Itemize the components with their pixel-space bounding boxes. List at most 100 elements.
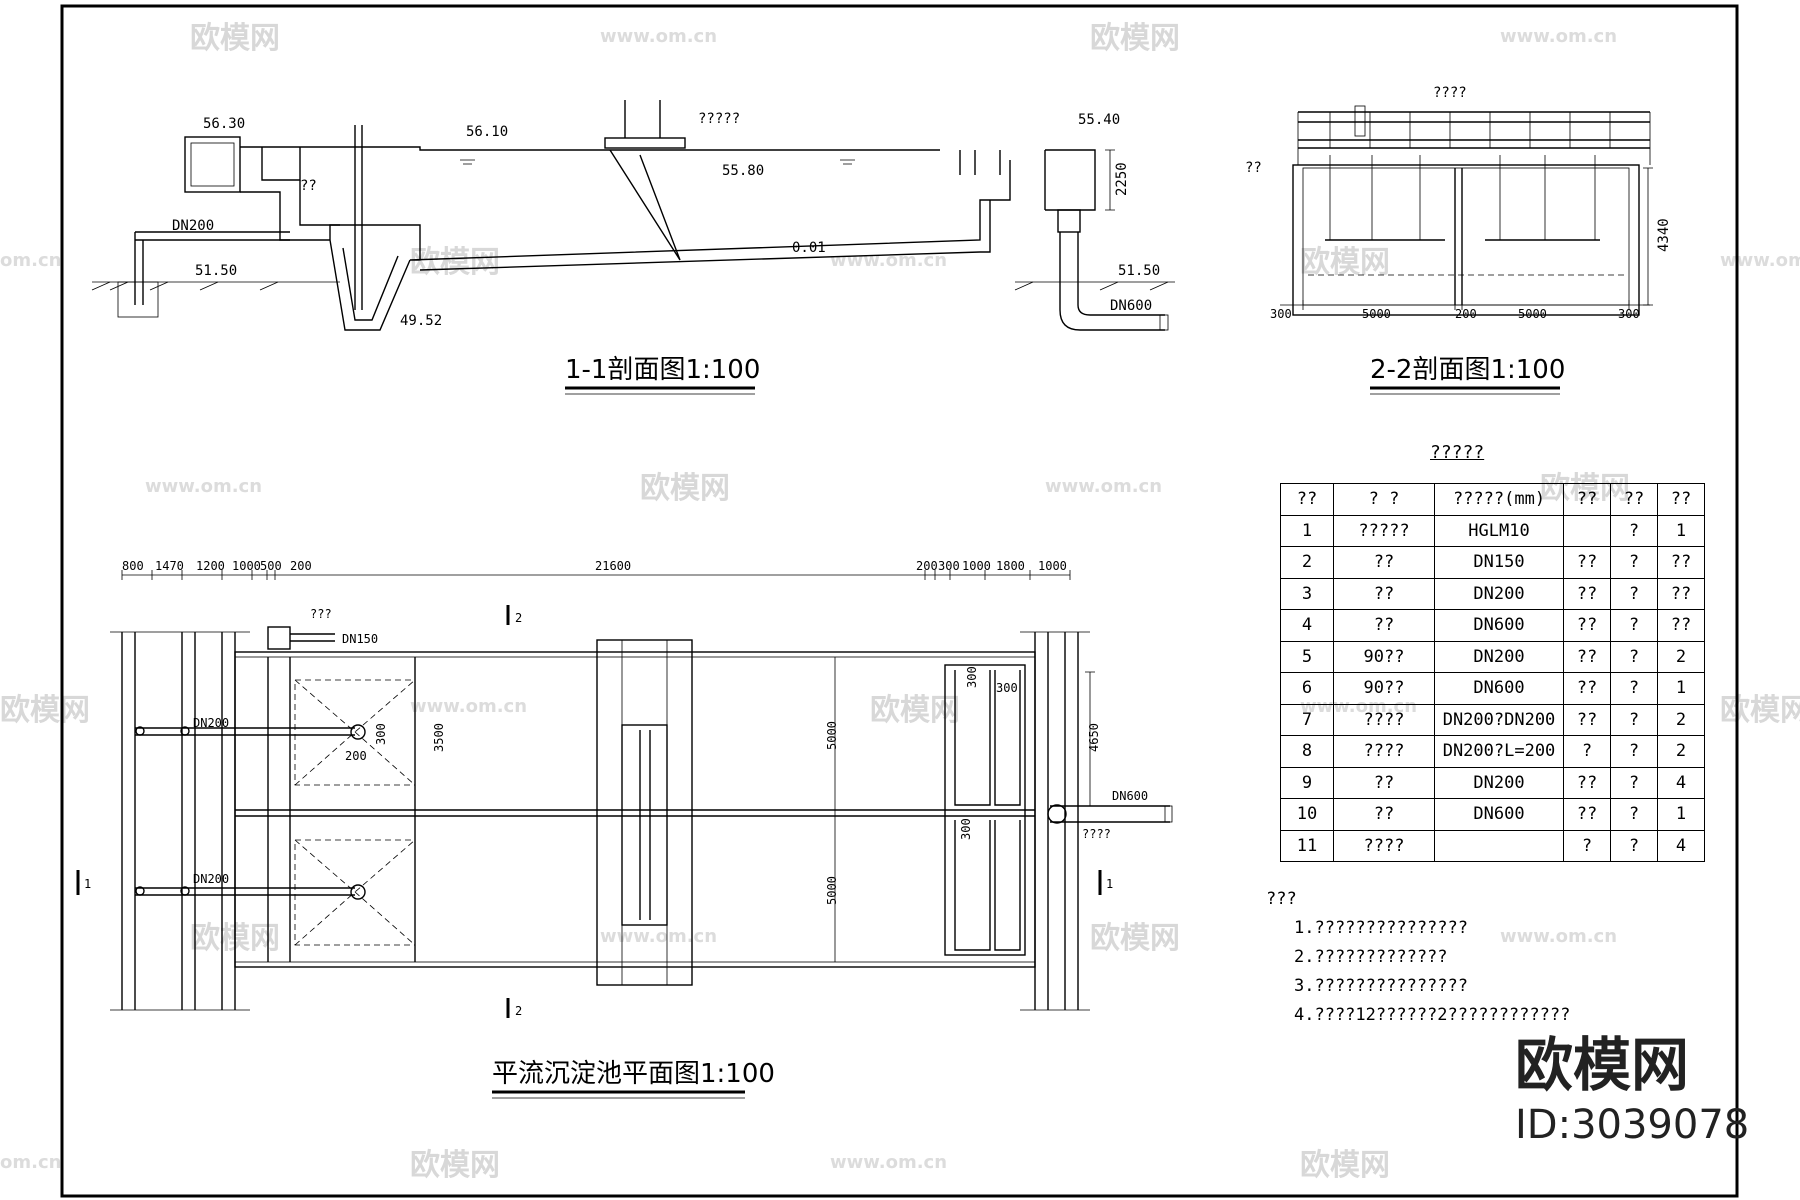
table-row: 9??DN200???4	[1280, 766, 1705, 799]
brand-id: ID:3039078	[1515, 1102, 1749, 1148]
sludge-hopper	[329, 239, 411, 331]
table-cell: 2	[1657, 640, 1705, 673]
table-cell: ??	[1563, 798, 1611, 831]
sludge-pipes	[135, 727, 355, 896]
hopper-outlet	[350, 884, 366, 900]
scraper-carriage-inner	[639, 730, 651, 920]
dimension-label: 1470	[155, 559, 184, 573]
dimension-label: 5000	[825, 876, 839, 905]
pipe-label: DN150	[342, 632, 378, 646]
table-header-cell: ?????(mm)	[1434, 483, 1564, 516]
table-cell: DN600	[1434, 609, 1564, 642]
brand-logo: 欧模网	[1515, 1031, 1689, 1099]
dimension-label: 5000	[1518, 307, 1547, 321]
sludge-hopper-inner	[342, 247, 399, 321]
cut-label: 1	[1106, 877, 1113, 891]
section-2-2-title: 2-2剖面图1:100	[1370, 355, 1565, 385]
dimension-label: 1200	[196, 559, 225, 573]
dimension-label: 300	[938, 559, 960, 573]
note-item: 4.????12??????2????????????	[1294, 1005, 1571, 1025]
outlet-sump	[1057, 209, 1081, 233]
table-cell: 6	[1280, 672, 1334, 705]
table-cell: 4	[1280, 609, 1334, 642]
table-row: 3??DN200?????	[1280, 577, 1705, 610]
tank-floor-outer	[419, 200, 991, 271]
table-cell: ?	[1610, 766, 1658, 799]
note-item: 3.???????????????	[1294, 976, 1468, 996]
table-cell: 1	[1280, 514, 1334, 547]
outlet-pipe-end	[1159, 314, 1169, 331]
watermark-url: www.om.cn	[1500, 26, 1617, 47]
note-item: 1.???????????????	[1294, 918, 1468, 938]
table-cell: 8	[1280, 735, 1334, 768]
sludge-hopper-outlines	[294, 679, 416, 946]
table-cell: 1	[1657, 514, 1705, 547]
table-cell: 7	[1280, 703, 1334, 736]
table-cell: 1	[1657, 798, 1705, 831]
sheet-border	[60, 4, 1739, 1198]
table-cell: ??	[1333, 766, 1435, 799]
watermark-url: www.om.cn	[600, 926, 717, 947]
table-cell: ????	[1333, 829, 1435, 862]
table-cell: DN150	[1434, 546, 1564, 579]
elevation-label: 49.52	[400, 313, 442, 329]
table-cell: DN200	[1434, 640, 1564, 673]
elevation-label: 55.40	[1078, 112, 1120, 128]
pipe-label: DN600	[1110, 298, 1152, 314]
table-cell: ?	[1610, 640, 1658, 673]
table-cell: 5	[1280, 640, 1334, 673]
inlet-duct	[240, 191, 330, 241]
watermark-logo: 欧模网	[0, 693, 90, 728]
table-row: 1?????HGLM10?1	[1280, 514, 1705, 547]
dim-4340-line	[1643, 167, 1653, 306]
note-item: 2.?????????????	[1294, 947, 1448, 967]
table-cell	[1563, 514, 1611, 547]
table-cell: 1	[1657, 672, 1705, 705]
callout-label: ????	[1433, 85, 1467, 101]
table-cell: ?	[1610, 609, 1658, 642]
elevation-label: 55.80	[722, 163, 764, 179]
table-header-cell: ??	[1610, 483, 1658, 516]
table-cell: 4	[1657, 766, 1705, 799]
watermark-logo: 欧模网	[190, 21, 280, 56]
section-2-2: ???? ?? 4340 300 5000 200 5000 300 2-2剖面…	[1245, 85, 1672, 395]
slope-label: 0.01	[792, 240, 826, 256]
table-cell: 9	[1280, 766, 1334, 799]
dimension-label: 800	[122, 559, 144, 573]
pipe-label: DN200	[193, 716, 229, 730]
dimension-label: 3500	[432, 723, 446, 752]
dimension-label: 1000	[232, 559, 261, 573]
watermark-url: om.cn	[0, 250, 61, 271]
table-cell: 11	[1280, 829, 1334, 862]
outlet-weir-troughs	[954, 670, 1021, 951]
water-surface-marks	[460, 159, 855, 165]
inlet-riser	[134, 232, 144, 305]
dimension-label: 200	[916, 559, 938, 573]
watermark-logo: 欧模网	[410, 245, 500, 280]
cut-label: 2	[515, 611, 522, 625]
dimension-label: 1800	[996, 559, 1025, 573]
table-cell: ??	[1563, 546, 1611, 579]
dimension-label: 300	[965, 666, 979, 688]
table-cell: ?	[1610, 703, 1658, 736]
watermark-logo: 欧模网	[1090, 921, 1180, 956]
ground-hatch	[91, 281, 1169, 291]
table-cell: ?????	[1333, 514, 1435, 547]
table-cell: ????	[1333, 735, 1435, 768]
tank-top-wall	[240, 146, 940, 151]
notes-block: ??? 1.??????????????? 2.????????????? 3.…	[1266, 885, 1570, 1030]
watermark-logo: 欧模网	[1300, 1148, 1390, 1183]
dimension-label: 21600	[595, 559, 631, 573]
pipe-valve	[180, 726, 190, 736]
hopper-outlet	[350, 724, 366, 740]
table-header-cell: ??	[1563, 483, 1611, 516]
bottom-dimension-line	[1280, 300, 1650, 310]
table-cell: DN200	[1434, 577, 1564, 610]
watermark-logo: 欧模网	[1720, 693, 1800, 728]
callout-label: ????	[1082, 827, 1111, 841]
dimension-label: 300	[959, 818, 973, 840]
elevation-label: 51.50	[195, 263, 237, 279]
table-cell: DN600	[1434, 672, 1564, 705]
watermark-url: www.om.cn	[410, 696, 527, 717]
